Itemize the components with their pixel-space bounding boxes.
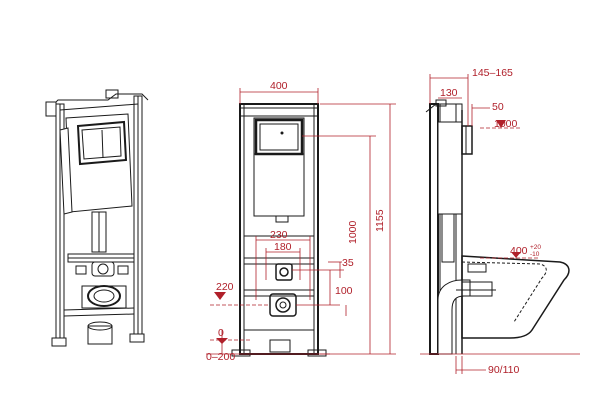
dim-frame-130: 130: [440, 87, 458, 99]
dim-button-offset-50: 50: [492, 101, 504, 113]
dim-bowl-400-sub: -10: [530, 251, 540, 258]
dim-drain-100: 100: [335, 285, 353, 297]
dim-bowl-400-sup: +20: [530, 244, 541, 251]
front-dimensions: [206, 88, 396, 355]
dim-level-220: 220: [216, 281, 234, 293]
dim-offset-35: 35: [342, 257, 354, 269]
side-view: [425, 99, 570, 355]
dim-outlet-230: 230: [270, 229, 288, 241]
level-marker-220: [214, 292, 226, 300]
side-dimensions: [420, 74, 580, 374]
dim-height-1000: 1000: [347, 220, 359, 244]
dim-depth-145-165: 145–165: [472, 67, 513, 79]
dim-floor-0: 0: [218, 327, 224, 339]
dim-bowl-400: 400: [510, 245, 528, 257]
dim-floor-adjust: 0–200: [206, 351, 235, 363]
level-marker-1000: [496, 120, 506, 128]
dim-button-1000: 1000: [494, 118, 518, 130]
level-marker-400: [511, 252, 521, 258]
perspective-view: [45, 89, 149, 347]
level-marker-0: [216, 338, 228, 344]
dim-inlet-180: 180: [274, 241, 292, 253]
dim-height-1155: 1155: [374, 209, 386, 232]
dim-width-400: 400: [270, 80, 288, 92]
dim-wall-offset-90-110: 90/110: [488, 364, 519, 376]
